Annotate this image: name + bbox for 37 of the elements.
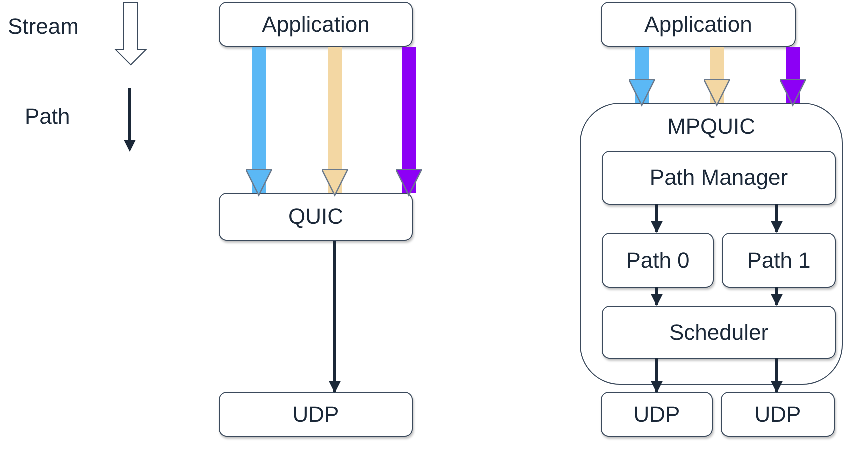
box-label: Scheduler [669,322,769,344]
process-box [219,392,413,437]
container-box [580,103,843,385]
box-label: Path 0 [626,250,690,272]
box-label: Path 1 [747,250,811,272]
process-box [219,2,413,47]
process-box [601,392,713,437]
process-box [602,151,836,205]
box-label: QUIC [288,206,344,228]
stream-arrow [245,47,273,196]
box-label: MPQUIC [668,116,756,138]
path-arrow [651,358,663,394]
box-label: Path Manager [650,167,788,189]
stream-arrow [703,47,731,106]
box-label: UDP [634,404,680,426]
legend-label: Stream [8,16,79,38]
path-arrow [771,287,783,306]
process-box [602,306,836,359]
box-label: UDP [754,404,802,426]
process-box [219,193,413,241]
path-arrow [329,241,341,394]
process-box [601,2,796,47]
path-arrow [651,287,663,306]
legend-label: Path [25,106,70,128]
path-arrow [651,204,663,234]
process-box [602,233,714,288]
process-box [721,392,835,437]
stream-arrow [321,47,349,196]
box-label: Application [644,14,752,36]
path-arrow [771,204,783,234]
stream-arrow [395,47,423,196]
box-label: UDP [292,404,340,426]
path-arrow [771,358,783,394]
process-box [722,233,836,288]
box-label: Application [262,14,370,36]
stream-arrow [779,47,807,106]
stream-arrow [628,47,656,106]
